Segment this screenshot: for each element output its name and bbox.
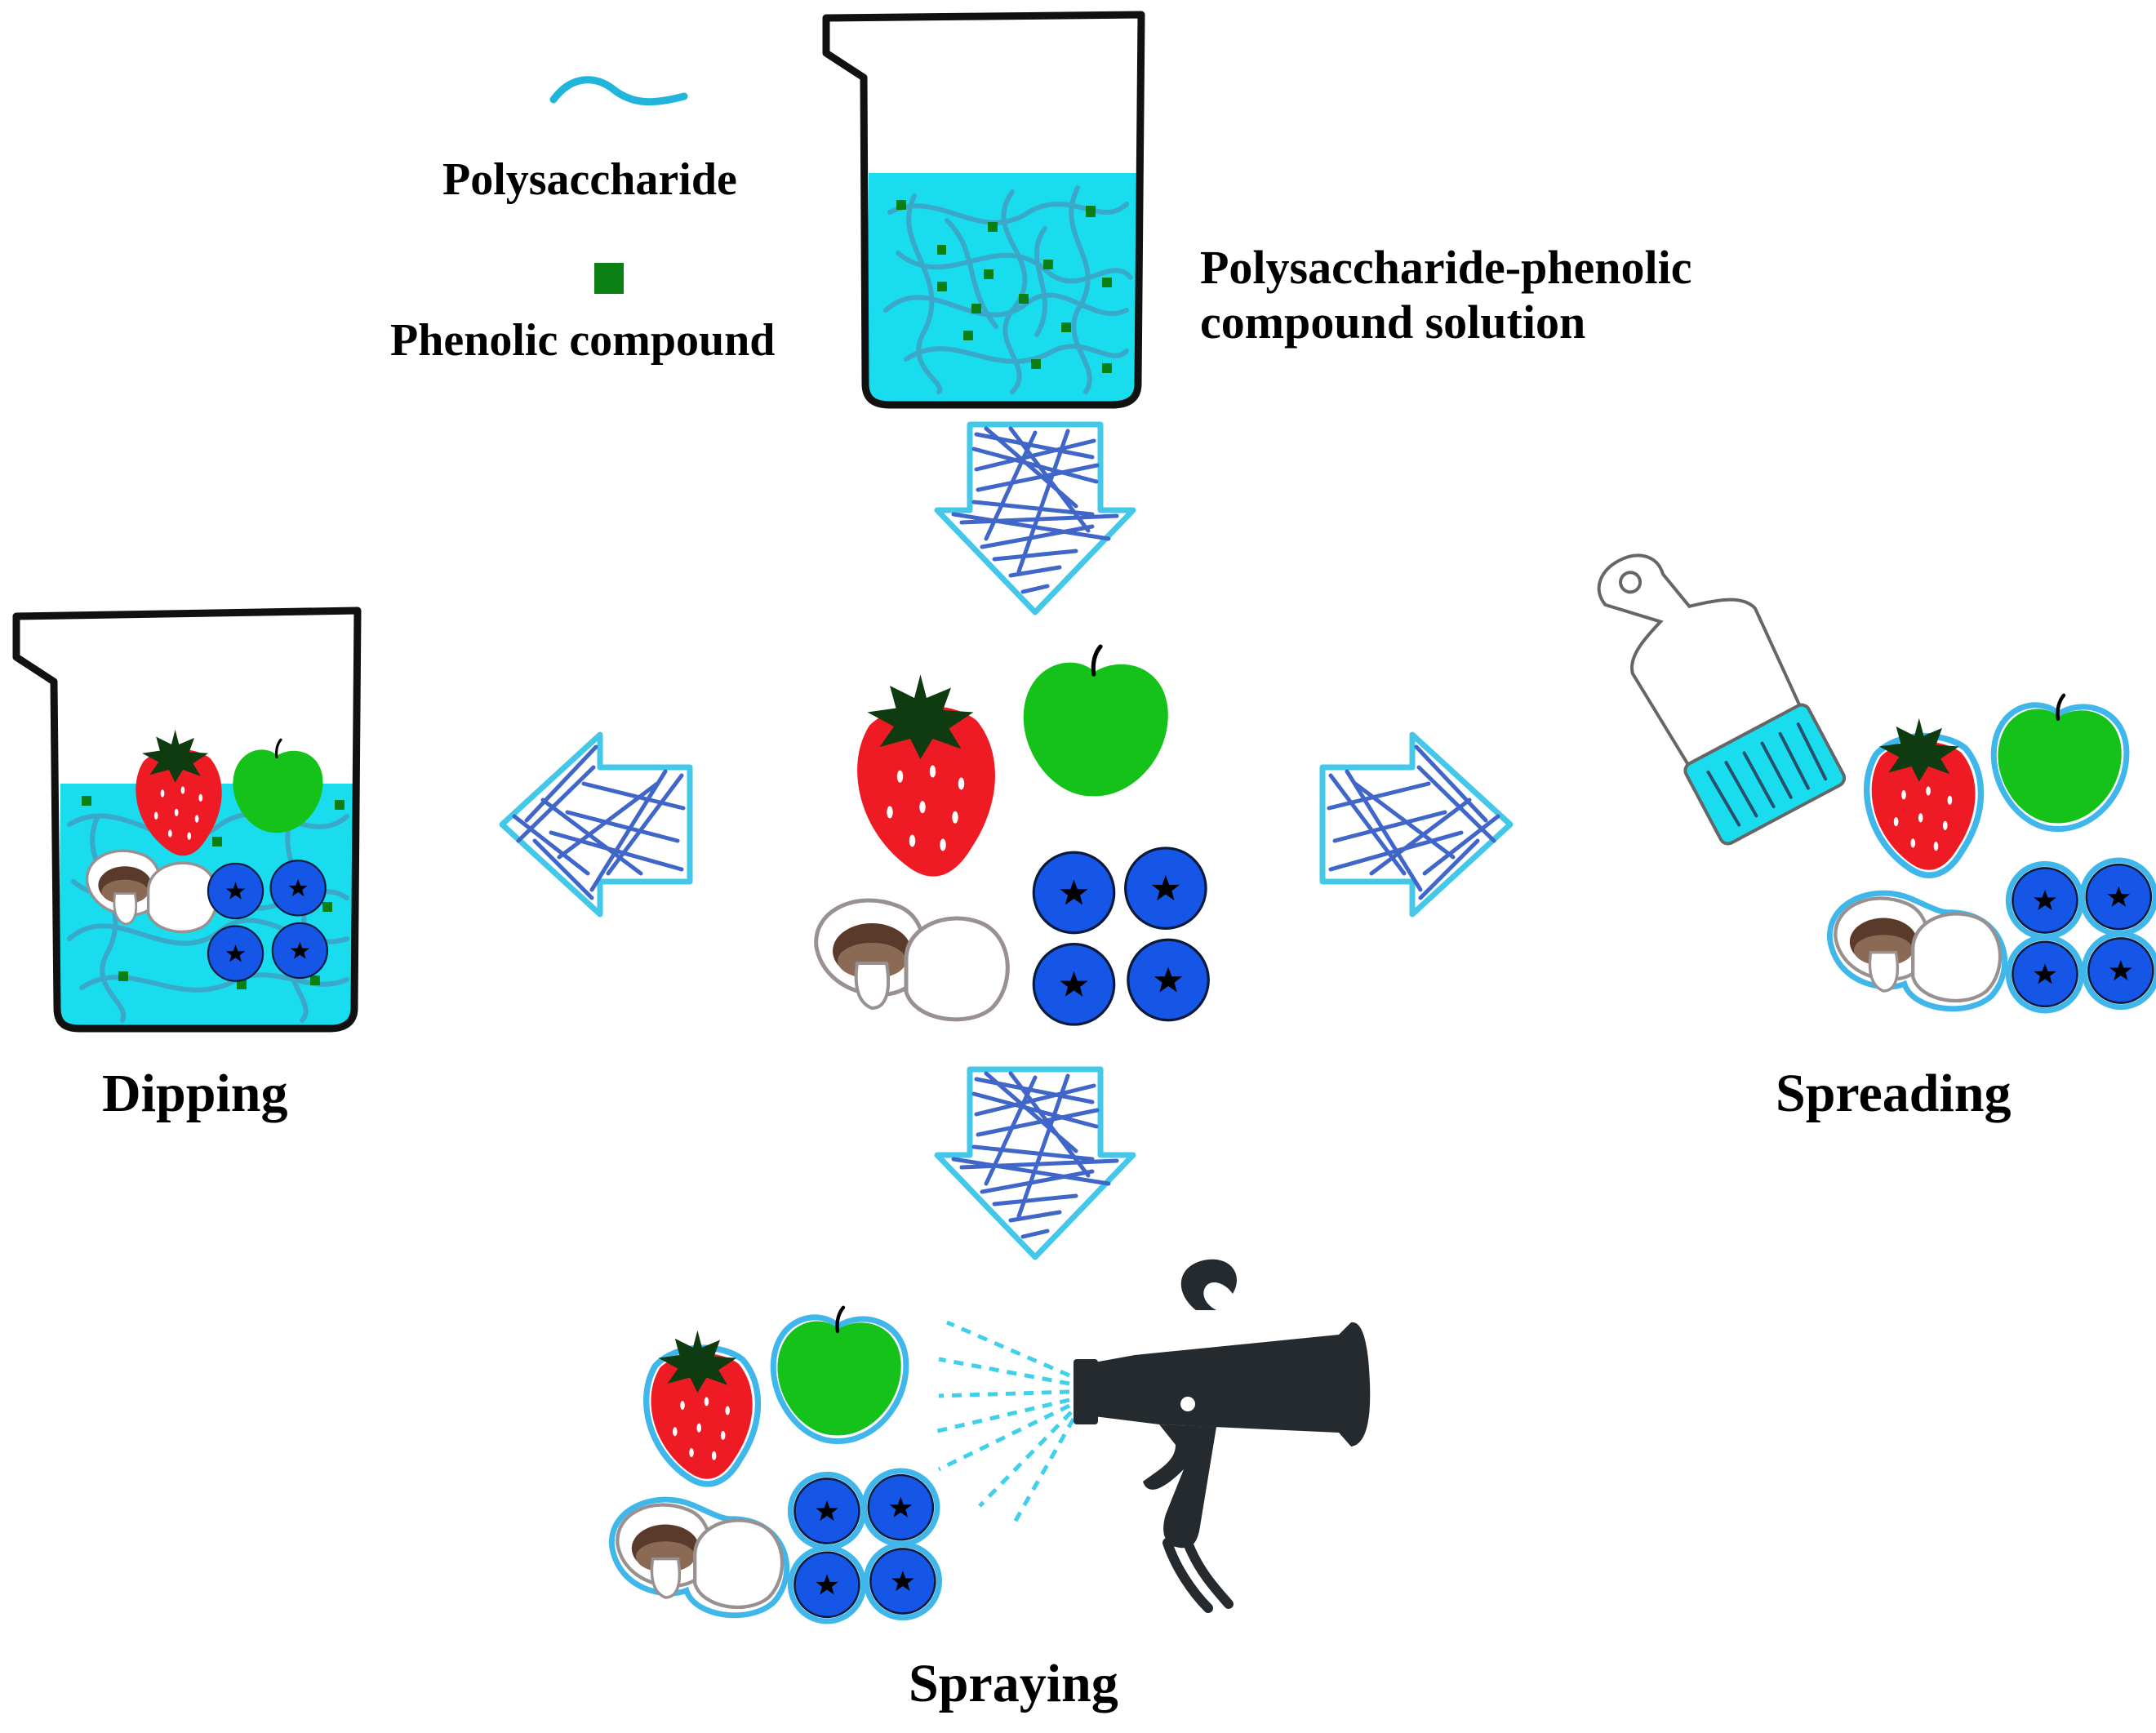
- legend: [549, 76, 688, 294]
- blueberries-icon: [1032, 847, 1210, 1026]
- strawberry-coated-icon: [1867, 718, 1981, 875]
- phenolic-compound-label: Phenolic compound: [390, 315, 776, 366]
- phenolic-particles: [896, 200, 1112, 373]
- mushroom-icon: [816, 900, 1008, 1020]
- dipping-label: Dipping: [102, 1064, 288, 1123]
- spray-gun-icon: [1074, 1259, 1371, 1613]
- polysaccharide-fibers: [883, 185, 1133, 394]
- spraying-group: [611, 1259, 1371, 1621]
- wavy-line-icon: [549, 76, 688, 106]
- arrow-right-icon: [1322, 735, 1510, 914]
- arrow-down-icon: [937, 1069, 1133, 1257]
- mushroom-coated-icon: [1829, 893, 2004, 1009]
- solution-label-line1: Polysaccharide-phenolic: [1200, 241, 1692, 294]
- spray-mist: [930, 1320, 1076, 1528]
- strawberry-coated-icon: [647, 1331, 758, 1484]
- center-produce: [816, 647, 1210, 1026]
- apple-coated-icon: [1994, 695, 2127, 829]
- dipping-beaker: [12, 607, 362, 1033]
- strawberry-icon: [857, 674, 995, 877]
- solution-label: Polysaccharide-phenolic compound solutio…: [1200, 241, 1692, 349]
- spraying-label: Spraying: [909, 1654, 1118, 1713]
- apple-icon: [1024, 647, 1168, 796]
- brush-icon: [1597, 553, 1847, 846]
- blueberries-coated-icon: [2008, 860, 2156, 1011]
- blueberries-coated-icon: [790, 1471, 939, 1621]
- arrow-down-icon: [937, 424, 1133, 612]
- solution-beaker: [822, 11, 1145, 409]
- spreading-label: Spreading: [1776, 1064, 2012, 1123]
- arrow-left-icon: [502, 735, 690, 914]
- mushroom-coated-icon: [611, 1500, 786, 1615]
- green-square-icon: [594, 263, 624, 294]
- solution-label-line2: compound solution: [1200, 295, 1586, 349]
- spreading-group: [1597, 553, 2156, 1011]
- polysaccharide-label: Polysaccharide: [442, 154, 737, 205]
- apple-coated-icon: [773, 1308, 906, 1442]
